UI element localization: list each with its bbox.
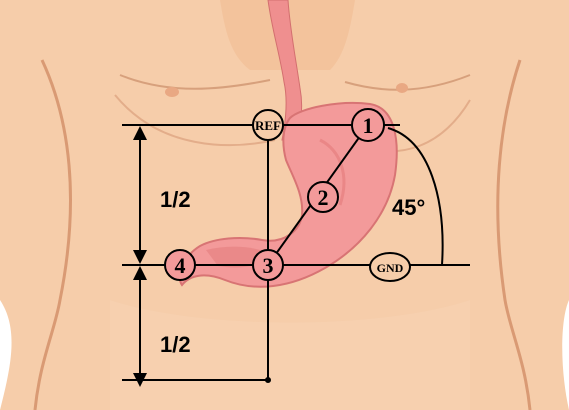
electrode-gnd-label: GND	[377, 261, 404, 275]
electrode-ref: REF	[253, 110, 283, 140]
electrode-3-label: 3	[263, 253, 274, 278]
electrode-2-label: 2	[318, 185, 329, 210]
electrode-3: 3	[253, 250, 283, 280]
electrode-ref-label: REF	[255, 118, 281, 133]
electrode-1: 1	[352, 109, 384, 141]
upper-fraction-label: 1/2	[160, 187, 191, 212]
angle-label: 45°	[392, 195, 425, 220]
electrode-gnd: GND	[370, 253, 410, 281]
electrode-1-label: 1	[363, 113, 374, 138]
lower-fraction-label: 1/2	[160, 332, 191, 357]
xiphoid-point	[265, 377, 271, 383]
electrode-4: 4	[165, 250, 195, 280]
electrode-4-label: 4	[175, 253, 186, 278]
electrode-2: 2	[308, 182, 338, 212]
